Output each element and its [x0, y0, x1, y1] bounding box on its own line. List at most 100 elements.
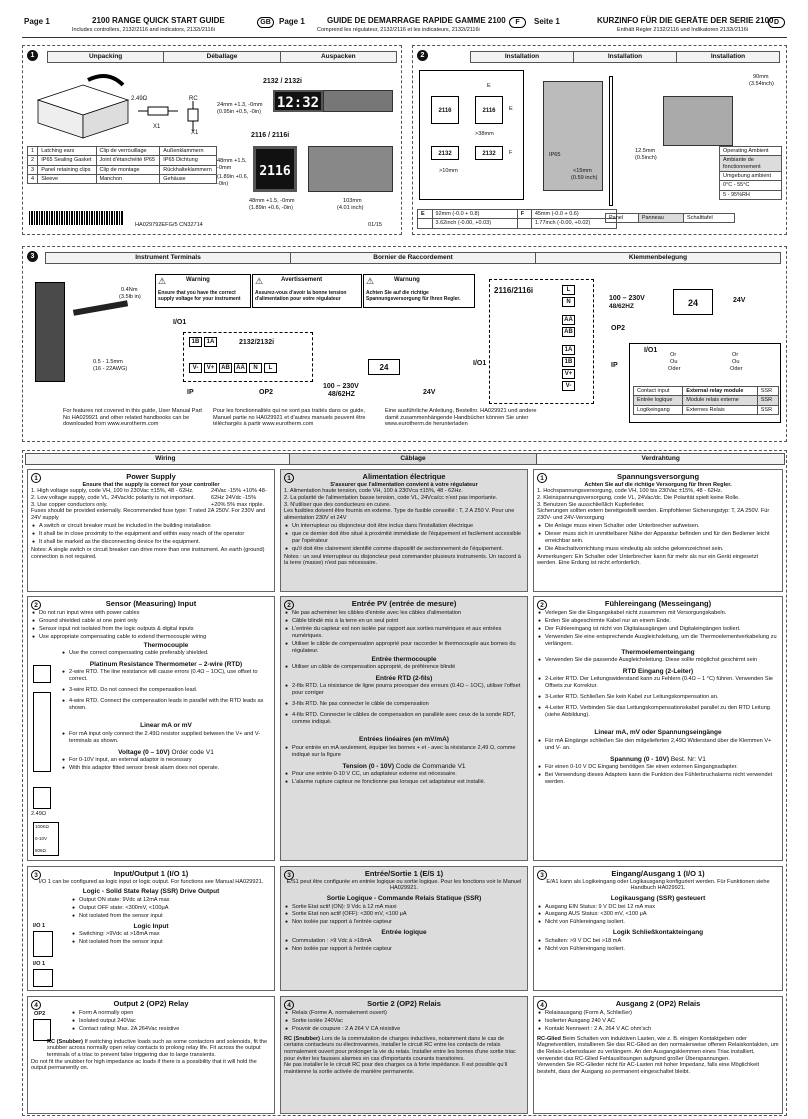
- terminal-ab: AB: [562, 327, 575, 337]
- io1-label: I/O 1: [33, 923, 46, 929]
- subsection-title: Logikausgang (SSR) gesteuert: [610, 895, 706, 903]
- snubber-text: Lors de la commutation de charges induct…: [284, 1035, 516, 1062]
- thermocouple-diagram: [33, 665, 51, 683]
- bullet: qu'il doit être clairement identifié com…: [284, 546, 524, 553]
- subsection-title: Entrée thermocouple: [371, 655, 437, 663]
- section-installation: 2 Installation Installation Installation…: [412, 45, 787, 235]
- bullet: Bei Verwendung dieses Adapters kann die …: [537, 772, 779, 786]
- ip65-label: IP65: [549, 152, 561, 158]
- io1-label: I/O 1: [33, 961, 46, 967]
- bullet: Nicht von Fühlereingang isoliert.: [537, 919, 779, 926]
- footer-note-de: Eine ausführliche Anleitung, Bestellnr. …: [385, 408, 537, 428]
- dim-label: F: [509, 150, 513, 156]
- warning-icon: ⚠: [255, 276, 264, 286]
- table-row: 3.62inch (-0.00, +0.03)1.77inch (-0.00, …: [417, 218, 618, 229]
- lang-badge-f: F: [509, 17, 526, 28]
- x1-label: X1: [153, 124, 161, 130]
- wire-size-label: 0.5 - 1.5mm: [93, 359, 123, 365]
- voltage-label: 100 – 230V: [323, 383, 359, 390]
- step-number: 3: [284, 870, 294, 880]
- bullet: 3-fils RTD. Ne pas connecter le câble de…: [284, 701, 524, 708]
- bullet: Pour une entrée 0-10 V CC, un adaptateur…: [284, 771, 524, 778]
- tab-en: Instrument Terminals: [46, 253, 291, 263]
- terminal-block-illustration: [35, 282, 65, 382]
- header-fr: Page 1 GUIDE DE DEMARRAGE RAPIDE GAMME 2…: [277, 14, 532, 37]
- dimension-label: 48mm +1.5, -0mm: [217, 158, 247, 171]
- step-number: 4: [31, 1000, 41, 1010]
- bullet: Un interrupteur ou disjoncteur doit être…: [284, 523, 524, 530]
- terminal-n: N: [562, 297, 575, 307]
- bullet: Non isolée par rapport à l'entrée capteu…: [284, 919, 524, 926]
- bullet: Output OFF state: <300mV, <100μA: [71, 905, 271, 912]
- tab-de: Auspacken: [280, 52, 396, 62]
- torque-label: 0.4Nm: [121, 287, 138, 293]
- bullet: Verwenden Sie eine entsprechende Ausglei…: [537, 634, 779, 648]
- model-label: 2116 / 2116i: [251, 132, 290, 139]
- table-row: Umgebung ambient: [719, 170, 782, 182]
- snubber-note: RC (Snubber) If switching inductive load…: [31, 1039, 271, 1059]
- table-row: 0°C - 55°C: [719, 180, 782, 191]
- panel-title: Output 2 (OP2) Relay: [113, 999, 189, 1008]
- op2-de: 4 Ausgang 2 (OP2) Relais Relaisausgang (…: [533, 996, 783, 1114]
- logic-input-diagram: [33, 969, 53, 987]
- warning-icon: ⚠: [366, 276, 375, 286]
- page-title: 2100 RANGE QUICK START GUIDE: [92, 16, 225, 25]
- bullet: With this adaptor fitted sensor break al…: [61, 765, 271, 772]
- bullet: 3-wire RTD. Do not connect the compensat…: [61, 687, 271, 694]
- warning-text: Ensure that the supply is correct for yo…: [82, 481, 220, 488]
- section-tabs: Unpacking Déballage Auspacken: [47, 51, 397, 63]
- bullet: Isolierter Ausgang 240 V AC: [537, 1018, 779, 1025]
- 24v-label: 24V: [733, 297, 746, 304]
- cutout-2132: 2132: [475, 146, 503, 160]
- or-label: Oder: [668, 366, 681, 372]
- page-subtitle: Includes controllers, 2132/2116 and indi…: [72, 27, 215, 33]
- dim-label: >38mm: [475, 131, 494, 137]
- rtd-diagram: [33, 692, 51, 772]
- dim-label: (0.59 inch): [571, 175, 598, 181]
- supply-spec: 24Vac -15% +10% 48-62Hz 24Vdc -15% +20% …: [211, 488, 267, 508]
- cutout-2116: 2116: [475, 96, 503, 124]
- text-line: 1. Alimentation haute tension, code VH, …: [284, 488, 463, 495]
- linear-diagram: [33, 787, 51, 809]
- snubber-warning: Verwenden Sie RC-Glieder nicht für AC-La…: [537, 1062, 759, 1076]
- panel-title: Fühlereingang (Messeingang): [604, 599, 712, 608]
- panel-title: Spannungsversorgung: [616, 472, 700, 481]
- bullet: 4-fils RTD. Connecter le câbles de compe…: [284, 712, 524, 726]
- subsection-title: Linear mA or mV: [140, 722, 192, 730]
- subsection-title: RTD Eingang (2-Leiter): [622, 668, 694, 675]
- bullet: 4-wire RTD. Connect the compensation lea…: [61, 698, 271, 712]
- subsection-title: Logic - Solid State Relay (SSR) Drive Ou…: [82, 888, 220, 896]
- text-line: 1. High voltage supply, code VH, 100 to …: [31, 488, 194, 495]
- or-label: Or: [732, 352, 739, 358]
- bullet: Dieser muss sich in unmittelbarer Nähe d…: [537, 531, 779, 545]
- dim-label: (0.5inch): [635, 155, 657, 161]
- bullet: 4-Leiter RTD. Verbinden Sie das Leitungs…: [537, 705, 779, 719]
- bullet: Der Fühlereingang ist nicht von Digitala…: [537, 626, 779, 633]
- order-code: Best. Nr: V1: [670, 755, 706, 763]
- x1-label: X1: [191, 130, 199, 136]
- snubber-note: RC (Snubber) Lors de la commutation de c…: [284, 1036, 524, 1063]
- io1-label: I/O1: [173, 319, 187, 326]
- panel-edge: [609, 76, 613, 206]
- 24v-terminal: 24: [368, 359, 400, 375]
- op2-label: OP2: [34, 1011, 46, 1017]
- power-supply-fr: 1 Alimentation électrique S'assurer que …: [280, 469, 528, 592]
- bullet: Output ON state: 9Vdc at 12mA max: [71, 897, 271, 904]
- io1-label: I/O1: [644, 347, 658, 354]
- model-label: 2132/2132i: [239, 339, 275, 346]
- warning-text: Ensure that you have the correct supply …: [158, 290, 241, 302]
- bullet: 2-wire RTD. The line resistance will cau…: [61, 669, 271, 683]
- snubber-title: RC (Snubber): [284, 1035, 321, 1042]
- op2-label: OP2: [611, 325, 626, 332]
- step-number: 2: [537, 600, 547, 610]
- bullet: Relais (Forme A, normalement ouvert): [284, 1010, 524, 1017]
- bullet: Sortie Etat actif (ON): 9 Vdc à 12 mA ma…: [284, 904, 524, 911]
- dimension-label: (4.01 inch): [337, 205, 364, 211]
- snubber-title: RC-Glied: [537, 1035, 561, 1042]
- subsection-title: Sortie Logique - Commande Relais Statiqu…: [326, 895, 482, 903]
- bullet: Ausgang EIN Status: 9 V DC bei 12 mA max: [537, 904, 779, 911]
- bullet: L'entrée du capteur est non isolée par r…: [284, 626, 524, 640]
- warning-title: Warning: [186, 277, 210, 283]
